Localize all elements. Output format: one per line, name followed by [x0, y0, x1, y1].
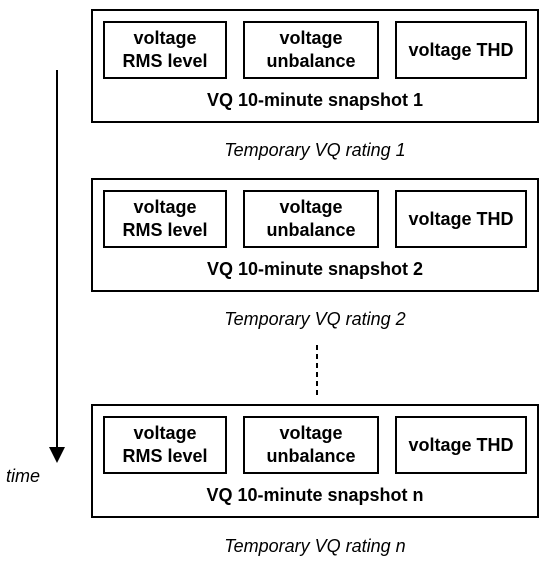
snapshot-box-1: voltage RMS level voltage unbalance volt…: [91, 9, 539, 123]
snapshot-title: VQ 10-minute snapshot 1: [206, 90, 424, 110]
time-arrow-head: [49, 447, 65, 463]
metric-voltage-thd: voltage THD: [395, 190, 527, 248]
time-axis-label: time: [6, 466, 41, 486]
metric-voltage-rms-level: voltage RMS level: [103, 190, 227, 248]
rating-label-2: Temporary VQ rating 2: [224, 309, 406, 329]
metric-voltage-unbalance: voltage unbalance: [243, 190, 379, 248]
metric-voltage-thd: voltage THD: [395, 416, 527, 474]
snapshot-box-2: voltage RMS level voltage unbalance volt…: [91, 178, 539, 292]
snapshot-title: VQ 10-minute snapshot n: [206, 485, 424, 505]
snapshot-box-n: voltage RMS level voltage unbalance volt…: [91, 404, 539, 518]
rating-label-1: Temporary VQ rating 1: [224, 140, 406, 160]
metric-voltage-thd: voltage THD: [395, 21, 527, 79]
rating-label-n: Temporary VQ rating n: [224, 536, 406, 556]
metric-voltage-unbalance: voltage unbalance: [243, 416, 379, 474]
metric-voltage-rms-level: voltage RMS level: [103, 416, 227, 474]
metric-voltage-unbalance: voltage unbalance: [243, 21, 379, 79]
snapshot-title: VQ 10-minute snapshot 2: [206, 259, 424, 279]
metric-voltage-rms-level: voltage RMS level: [103, 21, 227, 79]
